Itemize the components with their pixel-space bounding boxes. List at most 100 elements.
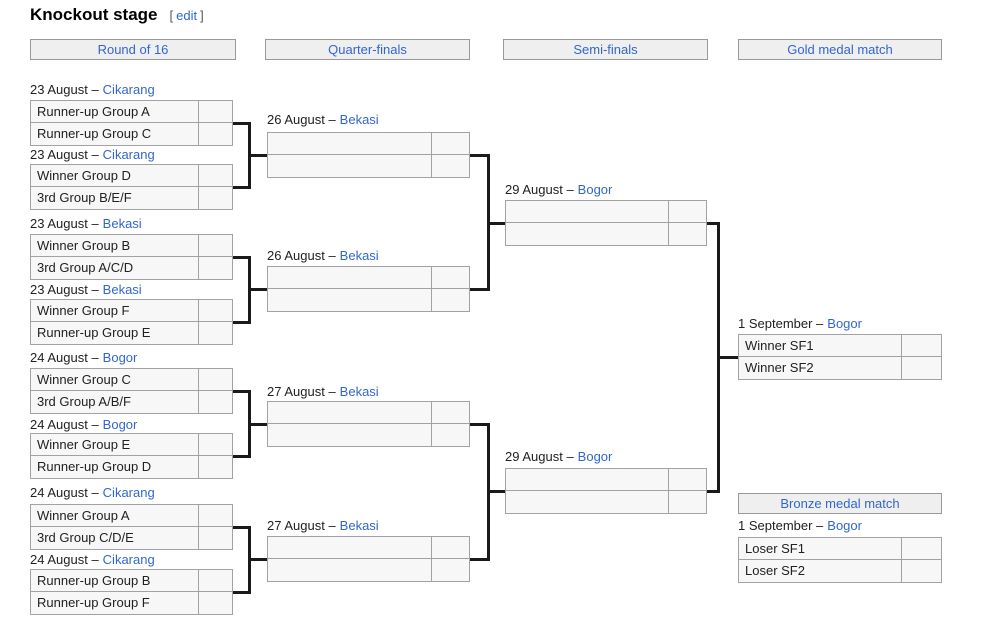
venue-link[interactable]: Cikarang (102, 82, 155, 97)
match-box-r16-8: Runner-up Group B Runner-up Group F (30, 569, 233, 615)
match-date-text: 26 August – (267, 248, 336, 263)
score-cell (198, 527, 232, 549)
match-date-text: 24 August – (30, 350, 99, 365)
match-date: 23 August –Bekasi (30, 282, 142, 297)
score-cell (198, 434, 232, 455)
match-box-r16-2: Winner Group D 3rd Group B/E/F (30, 164, 233, 210)
match-date: 26 August –Bekasi (267, 248, 379, 263)
venue-link[interactable]: Bogor (102, 417, 138, 432)
team-name: Runner-up Group C (37, 126, 152, 141)
score-cell (198, 505, 232, 526)
edit-link[interactable]: edit (176, 8, 198, 23)
match-date-text: 24 August – (30, 485, 99, 500)
team-name: Winner Group E (37, 437, 131, 452)
match-box-r16-6: Winner Group E Runner-up Group D (30, 433, 233, 479)
venue-link[interactable]: Bogor (577, 182, 613, 197)
team-name (506, 469, 668, 490)
edit-bracket-open: [ (169, 8, 174, 23)
match-date: 23 August –Cikarang (30, 82, 155, 97)
match-box-qf-4 (267, 536, 470, 582)
score-cell (431, 155, 469, 177)
venue-link[interactable]: Bekasi (339, 518, 379, 533)
match-date: 1 September –Bogor (738, 316, 862, 331)
venue-link[interactable]: Bekasi (339, 112, 379, 127)
match-box-qf-3 (267, 401, 470, 447)
connector-line (470, 154, 489, 157)
score-cell (431, 537, 469, 558)
match-box-final: Winner SF1 Winner SF2 (738, 334, 942, 380)
team-name (506, 491, 668, 513)
venue-link[interactable]: Bekasi (102, 282, 142, 297)
venue-link[interactable]: Cikarang (102, 552, 155, 567)
venue-link[interactable]: Cikarang (102, 485, 155, 500)
score-cell (668, 469, 706, 490)
venue-link[interactable]: Bogor (827, 316, 862, 331)
score-cell (198, 235, 232, 256)
connector-line (707, 222, 720, 225)
venue-link[interactable]: Cikarang (102, 147, 155, 162)
edit-section: [edit] (170, 8, 204, 23)
team-name: Winner Group C (37, 372, 131, 387)
team-name: Winner Group A (37, 508, 130, 523)
match-date: 24 August –Cikarang (30, 552, 155, 567)
team-name: Runner-up Group B (37, 573, 151, 588)
match-date: 24 August –Bogor (30, 417, 137, 432)
team-name: 3rd Group C/D/E (37, 530, 134, 545)
match-box-qf-1 (267, 132, 470, 178)
match-box-sf-2 (505, 468, 707, 514)
match-date-text: 23 August – (30, 82, 99, 97)
team-name (268, 133, 431, 154)
match-date-text: 24 August – (30, 552, 99, 567)
score-cell (431, 289, 469, 311)
venue-link[interactable]: Bekasi (339, 248, 379, 263)
venue-link[interactable]: Bogor (827, 518, 862, 533)
venue-link[interactable]: Bekasi (102, 216, 142, 231)
score-cell (431, 559, 469, 581)
edit-bracket-close: ] (200, 8, 204, 23)
connector-line (248, 154, 267, 157)
match-box-r16-1: Runner-up Group A Runner-up Group C (30, 100, 233, 146)
venue-link[interactable]: Bogor (102, 350, 138, 365)
score-cell (198, 257, 232, 279)
column-header-gold-medal-match: Gold medal match (738, 39, 942, 60)
team-name: 3rd Group B/E/F (37, 190, 132, 205)
match-box-r16-4: Winner Group F Runner-up Group E (30, 299, 233, 345)
team-name: Winner SF2 (745, 360, 814, 375)
score-cell (431, 133, 469, 154)
score-cell (198, 322, 232, 344)
match-date: 24 August –Cikarang (30, 485, 155, 500)
match-date-text: 27 August – (267, 518, 336, 533)
team-name: Runner-up Group E (37, 325, 151, 340)
match-box-bronze: Loser SF1 Loser SF2 (738, 537, 942, 583)
venue-link[interactable]: Bekasi (339, 384, 379, 399)
match-date-text: 1 September – (738, 518, 824, 533)
connector-line (707, 490, 720, 493)
score-cell (198, 456, 232, 478)
team-name (268, 537, 431, 558)
team-name: Winner Group D (37, 168, 131, 183)
score-cell (431, 402, 469, 423)
connector-line (470, 558, 489, 561)
column-header-quarter-finals: Quarter-finals (265, 39, 470, 60)
section-title: Knockout stage [edit] (30, 5, 204, 25)
team-name: Runner-up Group A (37, 104, 150, 119)
score-cell (198, 165, 232, 186)
score-cell (198, 570, 232, 591)
team-name: Loser SF1 (745, 541, 805, 556)
connector-line (487, 490, 505, 493)
score-cell (198, 123, 232, 145)
score-cell (901, 538, 941, 559)
score-cell (901, 560, 941, 582)
match-date: 27 August –Bekasi (267, 384, 379, 399)
connector-line (470, 423, 489, 426)
team-name: Runner-up Group D (37, 459, 152, 474)
connector-line (233, 186, 251, 189)
team-name (268, 155, 431, 177)
team-name (268, 559, 431, 581)
score-cell (901, 335, 941, 356)
venue-link[interactable]: Bogor (577, 449, 613, 464)
page-title: Knockout stage (30, 5, 158, 24)
connector-line (233, 455, 251, 458)
connector-line (717, 356, 738, 359)
